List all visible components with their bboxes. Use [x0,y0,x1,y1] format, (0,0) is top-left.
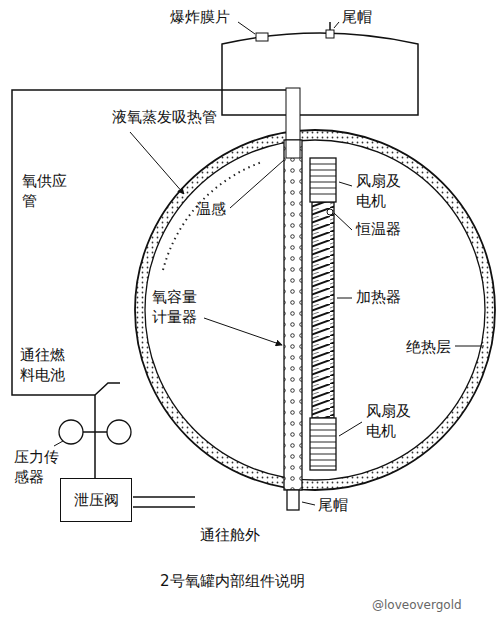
part-label: 加热器 [356,288,401,308]
part-label: 液氧蒸发吸热管 [112,108,217,128]
part-label: 风扇及电机 [366,402,414,441]
part-label: 绝热层 [406,338,451,358]
caption: 2号氧罐内部组件说明 [160,572,305,591]
part-label: 氧容量计量器 [152,288,200,327]
node-text: 泄压阀 [74,491,119,510]
part-label: 尾帽 [318,496,348,516]
valve-box: 泄压阀 [60,478,132,522]
top-tail-cap [326,30,334,38]
thermostat [327,209,333,215]
quantity-gauge [284,140,302,490]
temp-sensor [286,140,300,158]
leader-lines [54,22,484,505]
pressure-sensor [107,420,131,444]
burst-disk [256,33,268,41]
part-label: 尾帽 [342,8,372,28]
part-label: 通往燃料电池 [20,346,68,385]
part-label: 风扇及电机 [356,172,404,211]
fan-motor [310,158,336,202]
part-label: 爆炸膜片 [170,8,230,28]
pressure-sensor [59,420,83,444]
fan-motor [310,418,336,470]
part-label: 压力传感器 [14,448,62,487]
part-label: 通往舱外 [200,526,260,546]
part-label: 温感 [196,200,226,220]
part-label: 氧供应管 [22,172,70,211]
heater [312,202,334,418]
top-housing [222,33,418,115]
supply-pipe [12,90,286,478]
bottom-tail-cap [287,490,299,510]
insulation-layer [135,130,495,490]
inner-shell [145,140,485,480]
watermark: @loveovergold [372,598,462,614]
evaporation-tube [163,162,262,270]
neck [286,88,300,142]
fuel-cell-branch [95,383,120,395]
part-label: 恒温器 [356,220,401,240]
